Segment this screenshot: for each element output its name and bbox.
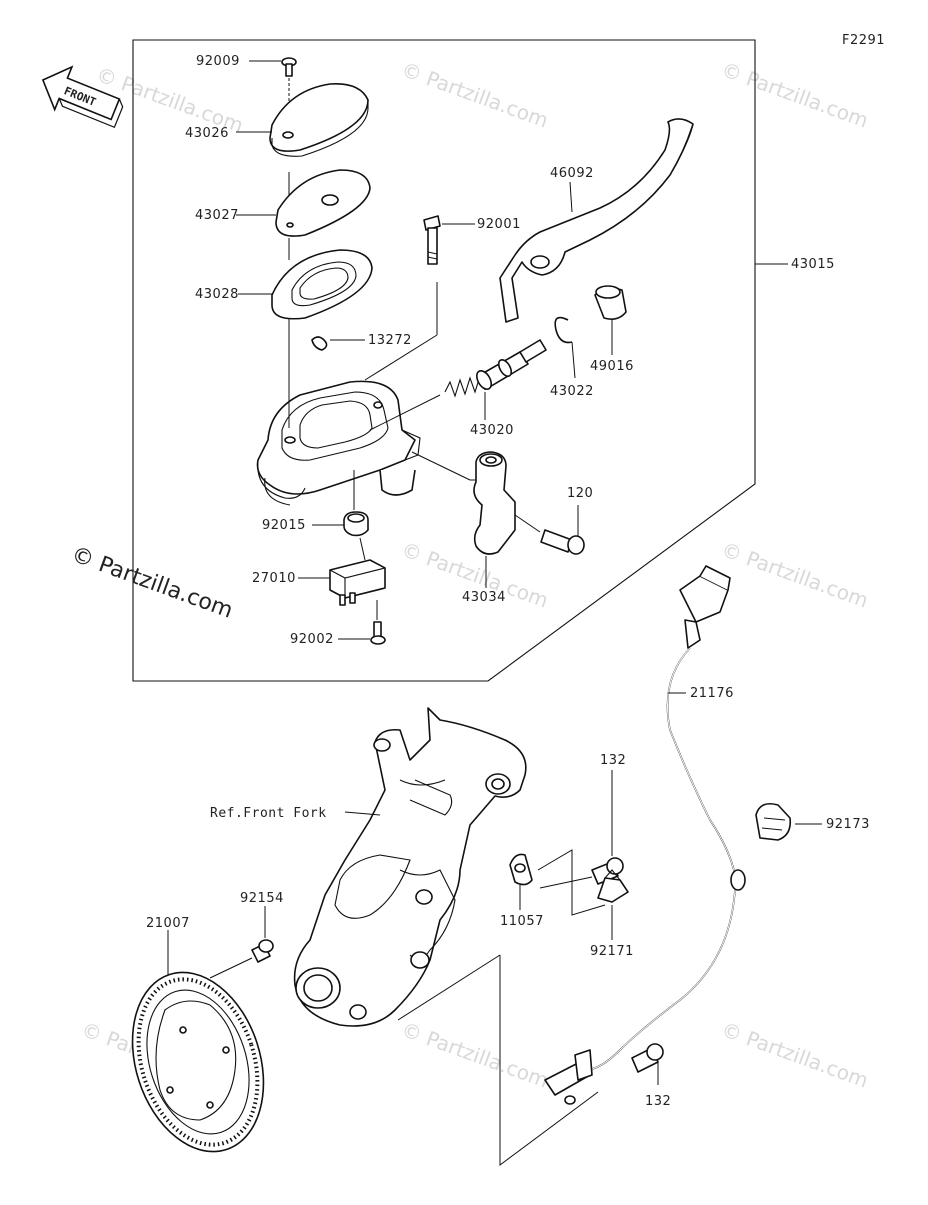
label-21176: 21176: [690, 686, 734, 701]
label-11057: 11057: [500, 914, 544, 929]
switch-27010: [329, 559, 386, 606]
label-92171: 92171: [590, 944, 634, 959]
assembly-frame: [132, 39, 756, 682]
label-43020: 43020: [470, 423, 514, 438]
label-92173: 92173: [826, 817, 870, 832]
label-92001: 92001: [477, 217, 521, 232]
cap-43026: [269, 83, 369, 157]
circlip-43022: [554, 316, 573, 344]
label-21007: 21007: [146, 916, 190, 931]
bolt-92154: [209, 939, 274, 979]
label-27010: 27010: [252, 571, 296, 586]
sensor-rotor-21007: [131, 971, 265, 1153]
label-92154: 92154: [240, 891, 284, 906]
label-13272: 13272: [368, 333, 412, 348]
label-43028: 43028: [195, 287, 239, 302]
watermark: © Partzilla.com: [718, 537, 871, 612]
abs-sensor-21176: [544, 565, 746, 1105]
diaphragm-43028: [271, 249, 373, 320]
label-46092: 46092: [550, 166, 594, 181]
label-92009: 92009: [196, 54, 240, 69]
bolt-92001: [423, 215, 441, 265]
clamp-11057: [509, 853, 533, 886]
label-ref-front-fork: Ref.Front Fork: [210, 806, 327, 821]
screw-92002: [370, 621, 386, 645]
copyright-text: © Partzilla.com: [68, 542, 236, 624]
label-120: 120: [567, 486, 593, 501]
watermark: © Partzilla.com: [718, 1017, 871, 1092]
watermark: © Partzilla.com: [398, 1017, 551, 1092]
label-49016: 49016: [590, 359, 634, 374]
lever-46092: [499, 118, 694, 323]
nut-92015: [343, 511, 369, 537]
label-43034: 43034: [462, 590, 506, 605]
bolt-120: [514, 514, 585, 555]
boot-49016: [594, 285, 627, 320]
label-43026: 43026: [185, 126, 229, 141]
watermark: © Partzilla.com: [718, 57, 871, 132]
label-92015: 92015: [262, 518, 306, 533]
label-43015: 43015: [791, 257, 835, 272]
figure-code: F2291: [842, 33, 885, 48]
label-43022: 43022: [550, 384, 594, 399]
clip-92173: [755, 802, 792, 841]
label-132-lower: 132: [645, 1094, 671, 1109]
master-cylinder-body: [256, 380, 421, 506]
watermark: © Partzilla.com: [398, 57, 551, 132]
plate-43027: [275, 169, 371, 237]
label-92002: 92002: [290, 632, 334, 647]
clip-92171: [597, 869, 629, 903]
label-132-upper: 132: [600, 753, 626, 768]
piston-kit-43020: [444, 339, 547, 398]
label-43027: 43027: [195, 208, 239, 223]
clamp-43034: [473, 451, 516, 555]
front-fork-lower: [293, 707, 527, 1027]
clip-13272: [311, 336, 328, 351]
